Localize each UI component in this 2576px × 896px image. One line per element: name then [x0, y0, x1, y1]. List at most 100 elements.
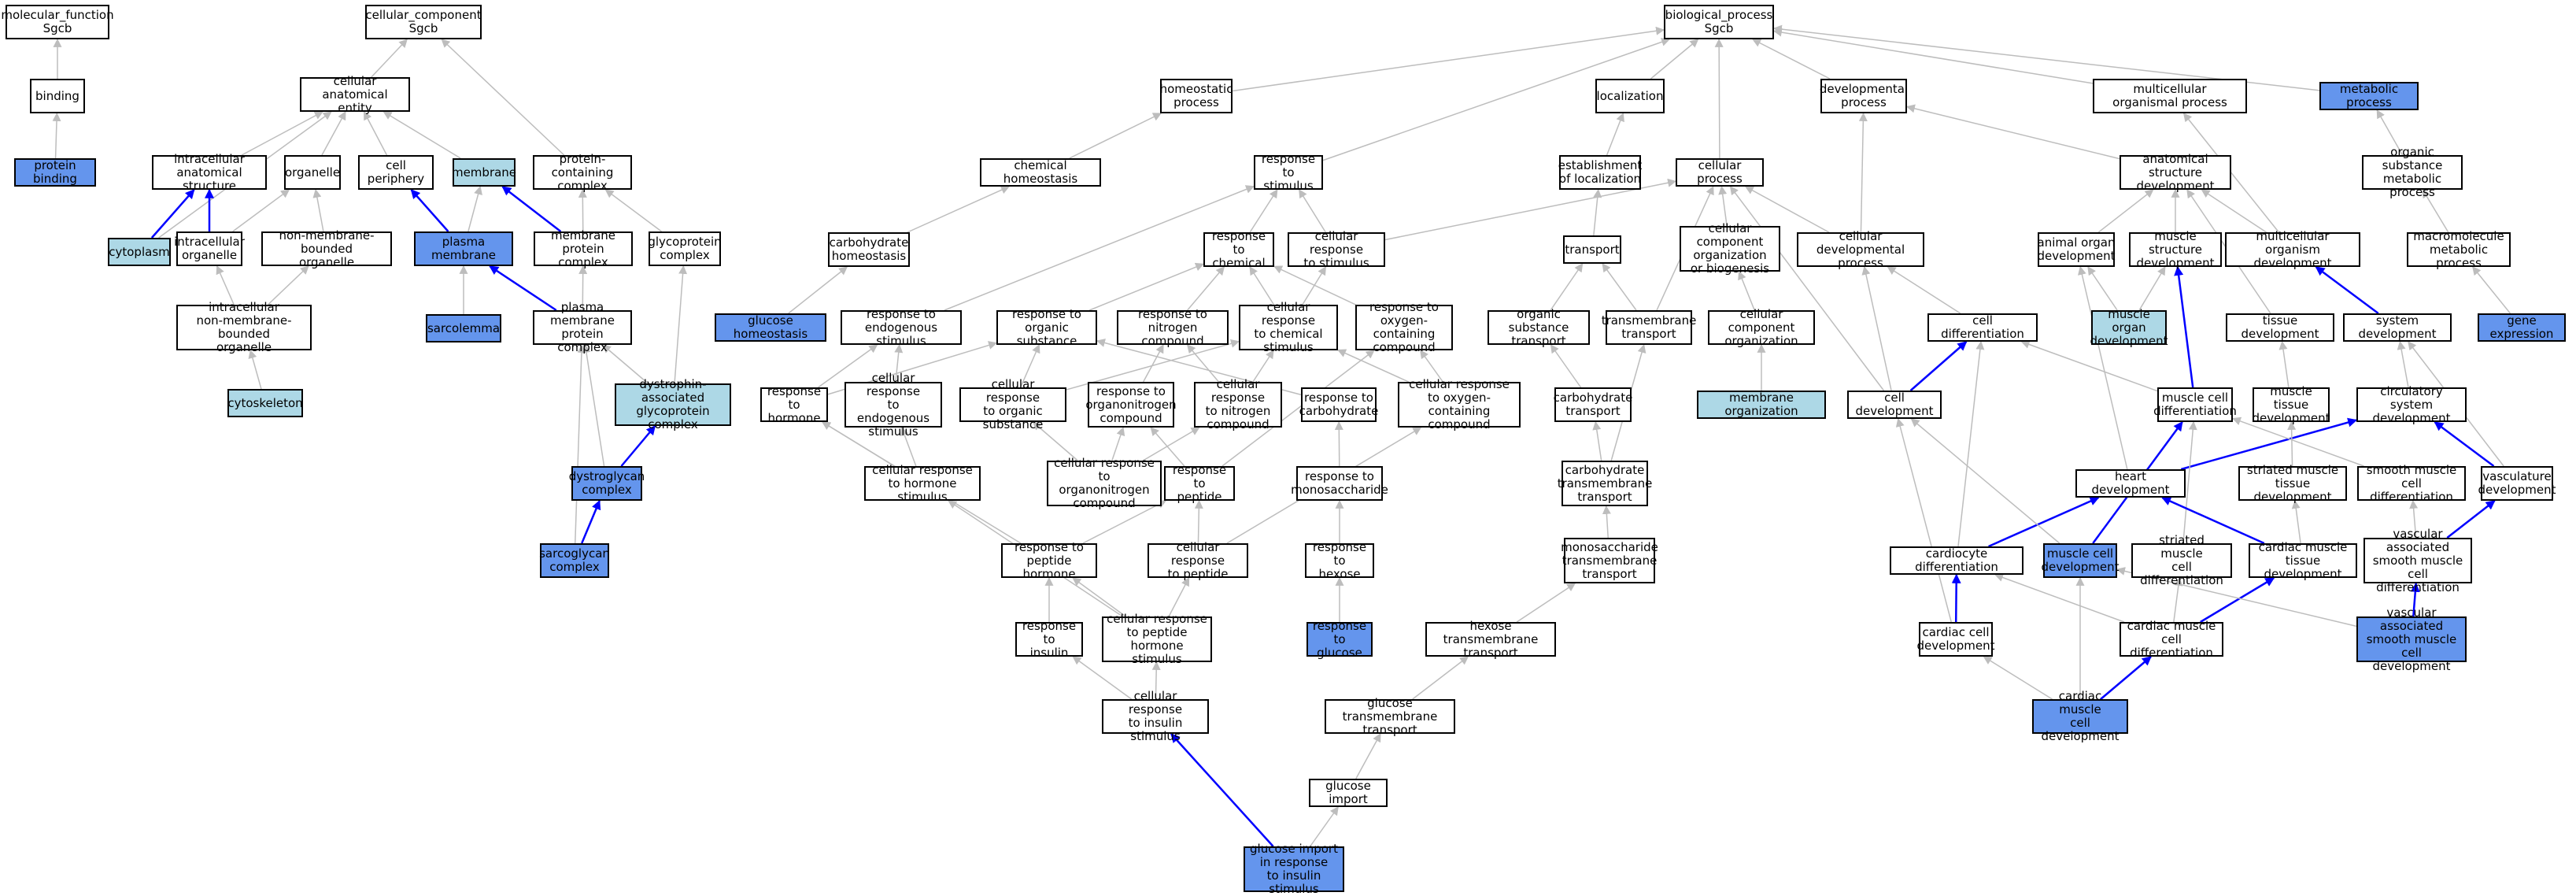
go-term-node-mpc[interactable]: membrane protein complex [534, 228, 633, 268]
go-term-node-ccdev[interactable]: cardiac cell development [1917, 622, 1994, 657]
go-term-node-celldiff[interactable]: cell differentiation [1927, 313, 2038, 342]
go-term-node-vasmcdev[interactable]: vascular associated smooth muscle cell d… [2356, 605, 2467, 672]
go-term-node-msd[interactable]: muscle structure development [2129, 229, 2222, 269]
go-term-node-resmono[interactable]: response to monosaccharide [1291, 466, 1388, 501]
go-term-node-crins[interactable]: cellular response to insulin stimulus [1102, 690, 1209, 743]
go-term-node-cytoplasm[interactable]: cytoplasm [108, 238, 171, 266]
go-term-node-asd[interactable]: anatomical structure development [2120, 152, 2231, 192]
go-term-node-resins[interactable]: response to insulin [1015, 619, 1083, 659]
go-term-node-multiorg[interactable]: multicellular organismal process [2093, 79, 2247, 113]
go-term-node-croxy[interactable]: cellular response to oxygen-containing c… [1398, 378, 1521, 431]
go-term-node-membrane[interactable]: membrane [452, 158, 516, 187]
go-term-node-smtd[interactable]: striated muscle tissue development [2238, 463, 2347, 503]
go-term-node-cco[interactable]: cellular component organization [1708, 307, 1815, 347]
go-term-node-circsys[interactable]: circulatory system development [2356, 384, 2467, 424]
go-term-node-smcd[interactable]: smooth muscle cell differentiation [2357, 463, 2466, 503]
go-term-node-homeo[interactable]: homeostatic process [1160, 79, 1233, 113]
go-term-node-mcd[interactable]: muscle cell differentiation [2153, 387, 2237, 422]
go-term-node-respstim[interactable]: response to stimulus [1254, 152, 1323, 192]
go-term-node-htmt[interactable]: hexose transmembrane transport [1425, 619, 1556, 659]
go-term-node-stmcd[interactable]: striated muscle cell differentiation [2131, 534, 2232, 587]
go-term-node-chemhomeo[interactable]: chemical homeostasis [980, 158, 1101, 187]
go-term-node-crhorm[interactable]: cellular response to hormone stimulus [864, 463, 981, 503]
go-term-node-bp[interactable]: biological_process Sgcb [1664, 5, 1774, 39]
go-term-node-transport[interactable]: transport [1563, 235, 1621, 264]
go-term-node-cc[interactable]: cellular_component Sgcb [365, 5, 482, 39]
go-term-node-mmp[interactable]: macromolecule metabolic process [2407, 229, 2511, 269]
go-term-node-mf[interactable]: molecular_function Sgcb [1, 5, 114, 39]
go-term-node-mcdev[interactable]: muscle cell development [2042, 543, 2119, 578]
go-term-node-mtmt[interactable]: monosaccharide transmembrane transport [1561, 538, 1658, 583]
go-term-node-cdp[interactable]: cellular developmental process [1797, 229, 1924, 269]
go-term-node-resoxy[interactable]: response to oxygen-containing compound [1355, 301, 1453, 354]
go-term-node-icnmbo[interactable]: intracellular non-membrane-bounded organ… [176, 301, 312, 354]
go-term-node-ccob[interactable]: cellular component organization or bioge… [1680, 222, 1780, 276]
go-term-node-estloc[interactable]: establishment of localization [1558, 155, 1642, 190]
go-term-node-mod[interactable]: multicellular organism development [2225, 229, 2360, 269]
go-term-node-carbhomeo[interactable]: carbohydrate homeostasis [828, 232, 910, 267]
go-term-node-geneexp[interactable]: gene expression [2478, 313, 2566, 342]
go-term-node-icorg[interactable]: intracellular organelle [174, 231, 245, 266]
go-term-node-osmp[interactable]: organic substance metabolic process [2362, 146, 2463, 199]
go-term-node-organelle[interactable]: organelle [284, 155, 341, 190]
go-term-node-gtmt[interactable]: glucose transmembrane transport [1325, 696, 1455, 736]
go-term-node-resendo[interactable]: response to endogenous stimulus [841, 307, 962, 347]
go-term-node-binding[interactable]: binding [30, 79, 85, 113]
go-term-node-rescarb[interactable]: response to carbohydrate [1299, 387, 1378, 422]
go-term-node-respephorm[interactable]: response to peptide hormone [1001, 540, 1097, 580]
go-term-node-heartdev[interactable]: heart development [2075, 469, 2186, 498]
go-term-node-crpephorm[interactable]: cellular response to peptide hormone sti… [1102, 613, 1212, 666]
go-term-node-respep[interactable]: response to peptide [1164, 463, 1235, 503]
go-term-node-sarcolemma[interactable]: sarcolemma [426, 314, 501, 342]
go-term-node-pm[interactable]: plasma membrane [414, 231, 513, 266]
go-term-node-nmbo[interactable]: non-membrane-bounded organelle [261, 228, 392, 268]
go-term-node-crnitro[interactable]: cellular response to nitrogen compound [1194, 378, 1282, 431]
go-term-node-cae[interactable]: cellular anatomical entity [300, 74, 410, 114]
go-term-node-ost[interactable]: organic substance transport [1488, 307, 1590, 347]
go-term-node-mtd[interactable]: muscle tissue development [2252, 383, 2330, 425]
go-term-node-cellper[interactable]: cell periphery [358, 155, 434, 190]
go-term-node-protbind[interactable]: protein binding [14, 158, 96, 187]
go-term-node-local[interactable]: localization [1595, 79, 1665, 113]
go-term-node-gpc[interactable]: glycoprotein complex [648, 231, 722, 266]
go-term-node-crorgnitro[interactable]: cellular response to organonitrogen comp… [1047, 457, 1162, 510]
go-term-node-vascdev[interactable]: vasculature development [2478, 466, 2556, 501]
go-term-node-mog[interactable]: muscle organ development [2090, 306, 2168, 348]
go-term-node-cardiodiff[interactable]: cardiocyte differentiation [1890, 546, 2023, 575]
go-term-node-respchem[interactable]: response to chemical [1203, 229, 1274, 269]
go-term-node-gluimpins[interactable]: glucose import in response to insulin st… [1244, 842, 1344, 896]
go-term-node-cellproc[interactable]: cellular process [1676, 158, 1764, 187]
go-term-node-tissuedev[interactable]: tissue development [2226, 313, 2334, 342]
go-term-node-devproc[interactable]: developmental process [1820, 79, 1908, 113]
go-term-node-memorg[interactable]: membrane organization [1697, 391, 1826, 419]
go-term-node-crchem[interactable]: cellular response to chemical stimulus [1239, 301, 1338, 354]
go-term-node-pcc[interactable]: protein-containing complex [533, 152, 632, 192]
go-term-node-celldev[interactable]: cell development [1847, 391, 1942, 419]
go-term-node-dgc[interactable]: dystroglycan complex [569, 466, 645, 501]
go-term-node-vasmcd[interactable]: vascular associated smooth muscle cell d… [2363, 527, 2472, 594]
go-term-node-reshex[interactable]: response to hexose [1305, 540, 1374, 580]
go-term-node-crendo[interactable]: cellular response to endogenous stimulus [844, 371, 942, 438]
go-term-node-ctmt[interactable]: carbohydrate transmembrane transport [1558, 461, 1652, 506]
go-term-node-cmcd[interactable]: cardiac muscle cell differentiation [2120, 619, 2223, 659]
go-term-node-gluhomeo[interactable]: glucose homeostasis [715, 313, 826, 342]
go-term-node-resnitro[interactable]: response to nitrogen compound [1117, 307, 1229, 347]
go-term-node-resglu[interactable]: response to glucose [1306, 619, 1373, 659]
go-term-node-crstim[interactable]: cellular response to stimulus [1288, 229, 1385, 269]
go-term-node-carbtrans[interactable]: carbohydrate transport [1554, 387, 1632, 422]
go-term-node-metab[interactable]: metabolic process [2319, 82, 2419, 110]
go-term-node-cytoskel[interactable]: cytoskeleton [227, 389, 303, 417]
go-term-node-crpep[interactable]: cellular response to peptide [1148, 540, 1248, 580]
go-term-node-crorg[interactable]: cellular response to organic substance [959, 378, 1066, 431]
go-term-node-cmtd[interactable]: cardiac muscle tissue development [2249, 540, 2357, 580]
go-term-node-resorg[interactable]: response to organic substance [996, 307, 1097, 347]
go-term-node-aod[interactable]: animal organ development [2038, 232, 2115, 267]
go-term-node-resorgnitro[interactable]: response to organonitrogen compound [1085, 382, 1177, 428]
go-term-node-dagc[interactable]: dystrophin-associated glycoprotein compl… [615, 378, 731, 431]
go-term-node-gluimp[interactable]: glucose import [1309, 779, 1388, 807]
go-term-node-pmpc[interactable]: plasma membrane protein complex [533, 301, 632, 354]
go-term-node-reshorm[interactable]: response to hormone [760, 384, 828, 424]
go-term-node-sgc[interactable]: sarcoglycan complex [539, 543, 610, 578]
go-term-node-ias[interactable]: intracellular anatomical structure [152, 152, 267, 192]
go-term-node-cmcdev[interactable]: cardiac muscle cell development [2032, 690, 2128, 743]
